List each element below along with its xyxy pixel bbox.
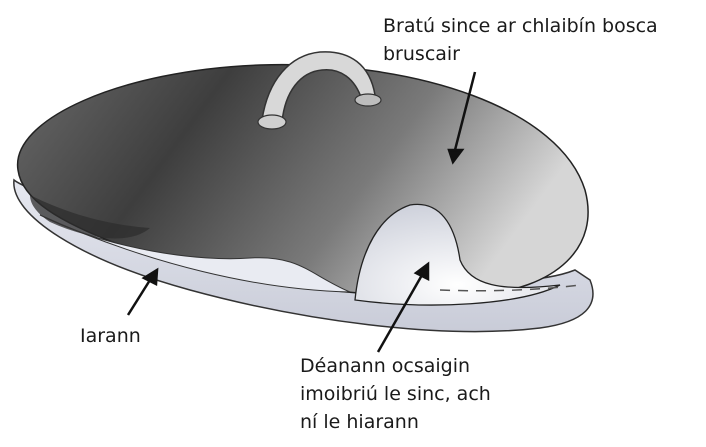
label-zinc-coating-line2: bruscair (383, 40, 703, 68)
arrow-iron (128, 280, 150, 315)
handle-foot-right (355, 94, 381, 106)
zinc-coated-lid (18, 65, 588, 297)
label-oxygen-reaction: Déanann ocsaigin imoibriú le sinc, ach n… (300, 352, 560, 436)
label-zinc-coating: Bratú since ar chlaibín bosca bruscair (383, 12, 703, 68)
label-iron: Iarann (80, 322, 141, 350)
label-oxygen-line2: imoibriú le sinc, ach (300, 380, 560, 408)
label-oxygen-line1: Déanann ocsaigin (300, 352, 560, 380)
label-oxygen-line3: ní le hiarann (300, 408, 560, 436)
handle-foot-left (258, 115, 286, 129)
label-zinc-coating-line1: Bratú since ar chlaibín bosca (383, 12, 703, 40)
